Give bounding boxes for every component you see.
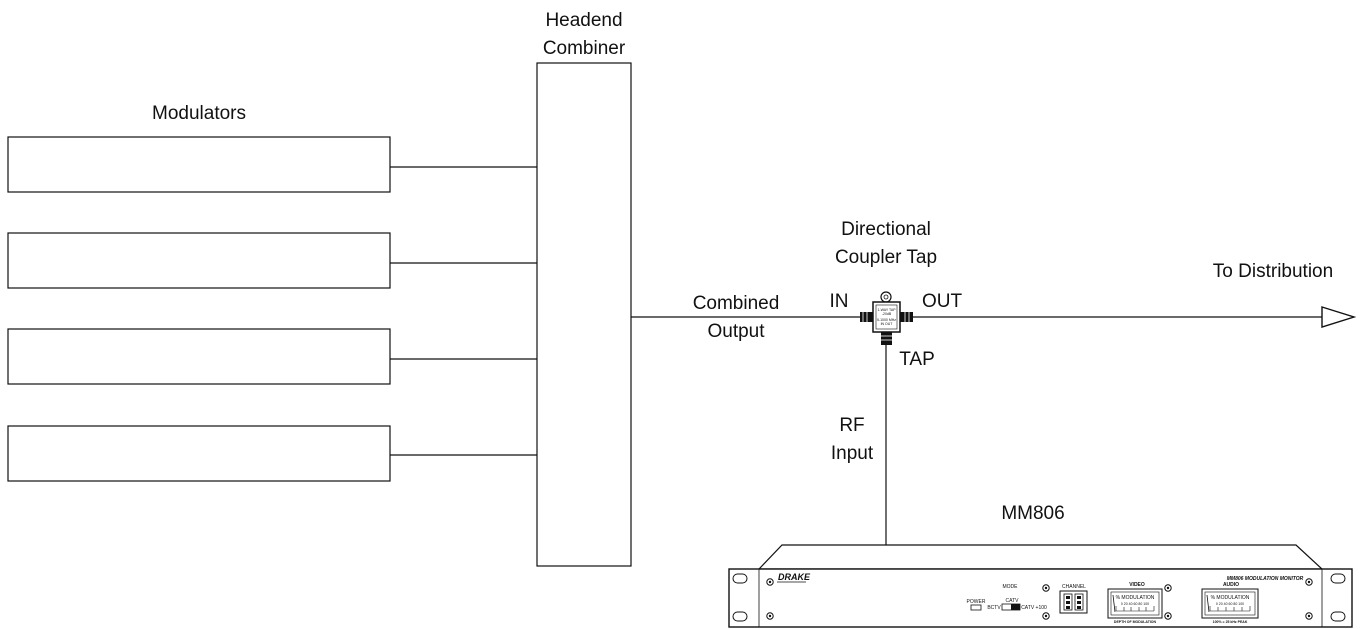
distribution-arrow-icon xyxy=(1321,306,1357,328)
coupler-text-1: 1-WAY TAP xyxy=(877,308,896,312)
audio-meter-needle xyxy=(1206,594,1210,613)
modulator-box-1 xyxy=(7,136,391,193)
audio-label: AUDIO xyxy=(1223,582,1239,588)
combined-output-label-line1: Combined xyxy=(693,293,780,314)
video-meter-scale: 0 20 40 60 80 100 xyxy=(1121,602,1149,606)
in-port-label: IN xyxy=(830,291,849,312)
power-label: POWER xyxy=(967,599,986,605)
monitor-title: MM806 MODULATION MONITOR xyxy=(1227,576,1304,582)
modulator-box-2 xyxy=(7,232,391,289)
coupler-label-line2: Coupler Tap xyxy=(835,247,937,268)
video-meter-title: % MODULATION xyxy=(1116,595,1155,601)
video-meter-needle xyxy=(1112,594,1116,613)
headend-label-line2: Combiner xyxy=(543,38,626,59)
coupler-text-2: -20dB xyxy=(882,312,892,316)
drake-logo: DRAKE xyxy=(778,572,811,582)
coupler-text-4: IN OUT xyxy=(881,322,894,326)
headend-combiner-box xyxy=(536,62,632,567)
coupler-label-line1: Directional xyxy=(841,219,931,240)
tap-port-label: TAP xyxy=(899,349,935,370)
directional-coupler-icon: 1-WAY TAP -20dB 5-1000 MHz IN OUT xyxy=(860,291,913,345)
combined-output-label-line2: Output xyxy=(707,321,765,342)
modulator-box-4 xyxy=(7,425,391,482)
mode-label: MODE xyxy=(1003,584,1019,590)
power-led xyxy=(970,604,982,611)
rf-input-label-line1: RF xyxy=(839,415,864,436)
channel-label: CHANNEL xyxy=(1062,584,1086,590)
mm806-modulation-monitor: DRAKE MM806 MODULATION MONITOR MODE CATV… xyxy=(728,544,1353,628)
audio-meter-title: % MODULATION xyxy=(1211,595,1250,601)
modulator-box-3 xyxy=(7,328,391,385)
audio-meter-scale: 0 20 40 60 80 100 xyxy=(1216,602,1244,606)
video-meter-caption: DEPTH OF MODULATION xyxy=(1114,620,1157,624)
catv-label: CATV xyxy=(1006,598,1020,604)
coupler-text-3: 5-1000 MHz xyxy=(877,318,896,322)
catv-100-label: CATV +100 xyxy=(1021,605,1047,611)
screw-icon xyxy=(766,578,1313,620)
modulators-label: Modulators xyxy=(152,103,246,124)
to-distribution-label: To Distribution xyxy=(1213,261,1333,282)
model-label: MM806 xyxy=(1001,503,1064,524)
audio-meter-caption: 100% = 25 kHz PEAK xyxy=(1213,620,1248,624)
bctv-label: BCTV xyxy=(987,605,1001,611)
headend-label-line1: Headend xyxy=(545,10,622,31)
rf-input-label-line2: Input xyxy=(831,443,874,464)
out-port-label: OUT xyxy=(922,291,963,312)
video-label: VIDEO xyxy=(1129,582,1145,588)
